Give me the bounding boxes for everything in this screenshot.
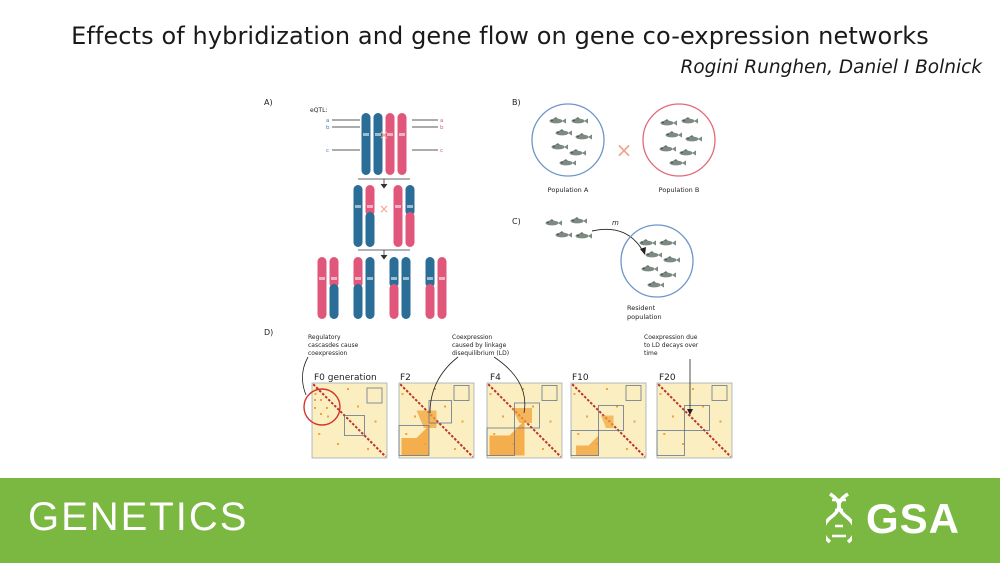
arrow-ld-right [493,356,526,414]
journal-logo: GENETICS [28,495,249,539]
heatmap-f0 [311,382,388,459]
population-a-label: Population A [548,186,589,194]
footer-bar [0,478,1000,563]
panel-c-label: C) [512,217,521,226]
f2-chromosomes [317,257,447,319]
panel-b-label: B) [512,98,521,107]
panel-a-label: A) [264,98,273,107]
dna-helix-icon [826,492,852,544]
resident-population-circle [620,224,694,298]
population-a-circle [531,103,605,177]
annotation-decay-line3: time [644,350,658,357]
annotation-regulatory-line3: coexpression [308,350,348,357]
migration-arrowhead [640,247,646,255]
migration-label: m [612,219,619,227]
generation-label-f10: F10 [572,373,589,383]
resident-label-line1: Resident [627,304,656,312]
arrow-decay-head [687,409,693,415]
generation-label-f20: F20 [659,373,676,383]
gsa-logo: GSA [866,495,961,542]
annotation-ld-line2: caused by linkage [452,342,507,349]
population-b-fish [659,117,702,166]
f1-chromosomes [353,185,415,247]
locus-c-right: c [440,148,443,154]
highlight-dots [314,399,328,415]
cross-symbol-a2: × [379,202,389,216]
resident-fish [639,239,680,288]
cross-bracket-2 [358,249,410,260]
locus-a-left: a [326,118,329,124]
arrow-regulatory [302,356,309,396]
migration-arrow [591,228,645,254]
eqtl-label: eQTL: [310,107,327,114]
parental-chromosomes [361,113,407,175]
locus-b-right: b [440,125,444,131]
figure: A) eQTL: a b c a b c × × [262,95,738,467]
cross-symbol-a1: × [379,128,389,142]
cross-symbol-b: × [616,138,633,162]
eqtl-arrows [332,119,438,151]
highlight-circle [303,388,341,426]
population-b-circle [642,103,716,177]
panel-d-label: D) [264,328,273,337]
heatmap-f2 [398,382,475,459]
annotation-regulatory-line1: Regulatory [308,334,341,341]
locus-c-left: c [326,148,329,154]
generation-label-f4: F4 [490,373,501,383]
heatmap-f10 [570,382,647,459]
slide-title: Effects of hybridization and gene flow o… [71,22,929,50]
cross-bracket-1 [358,178,410,189]
annotation-regulatory-line2: cascasdes cause [308,342,359,349]
generation-label-f2: F2 [400,373,411,383]
heatmap-f20 [656,382,733,459]
annotation-decay-line1: Coexpression due [644,334,698,341]
population-a-fish [549,117,592,166]
heatmap-f4 [486,382,563,459]
annotation-ld-line1: Coexpression [452,334,492,341]
population-b-label: Population B [659,186,700,194]
annotation-ld-line3: disequilibrium (LD) [452,350,509,357]
locus-b-left: b [326,125,330,131]
resident-label-line2: population [627,313,662,321]
locus-a-right: a [440,118,443,124]
generation-label-f0: F0 generation [314,373,377,383]
annotation-decay-line2: to LD decays over [644,342,699,349]
arrow-ld-left [429,356,459,414]
slide-authors: Rogini Runghen, Daniel I Bolnick [680,57,982,78]
migrant-fish [545,217,592,239]
